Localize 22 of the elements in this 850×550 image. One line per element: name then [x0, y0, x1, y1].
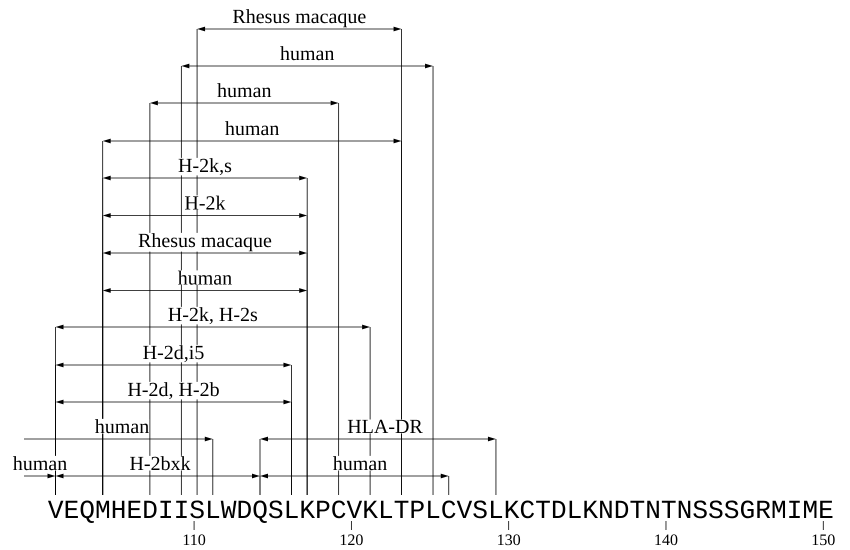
tick-number: 120: [340, 534, 363, 546]
span-label: Rhesus macaque: [232, 8, 367, 28]
span-label: H-2d, H-2b: [127, 382, 220, 400]
span-label: Rhesus macaque: [138, 232, 272, 252]
span-label: human: [216, 82, 272, 98]
tick-number: 130: [498, 534, 520, 546]
sequence-text: VEQMHEDIISLWDQSLKPCVKLTPLCVSLKCTDLKNDTNTNSSSGRMIME: [48, 500, 832, 523]
span-label: H-2d,i5: [142, 344, 205, 362]
span-label: HLA-DR: [346, 420, 424, 434]
span-label: H-2k, H-2s: [168, 306, 258, 324]
tick-number: 150: [812, 534, 835, 546]
span-label: human: [94, 418, 150, 434]
tick-number: 110: [184, 534, 206, 546]
span-label: human: [224, 120, 280, 136]
span-label: H-2bxk: [129, 456, 191, 470]
span-label: human: [280, 46, 335, 60]
span-label: H-2k: [184, 195, 226, 210]
span-label: H-2k,s: [178, 158, 232, 176]
span-label: human: [177, 270, 232, 285]
span-label: human: [12, 456, 68, 470]
span-label: human: [332, 456, 388, 470]
tick-number: 140: [655, 534, 678, 546]
